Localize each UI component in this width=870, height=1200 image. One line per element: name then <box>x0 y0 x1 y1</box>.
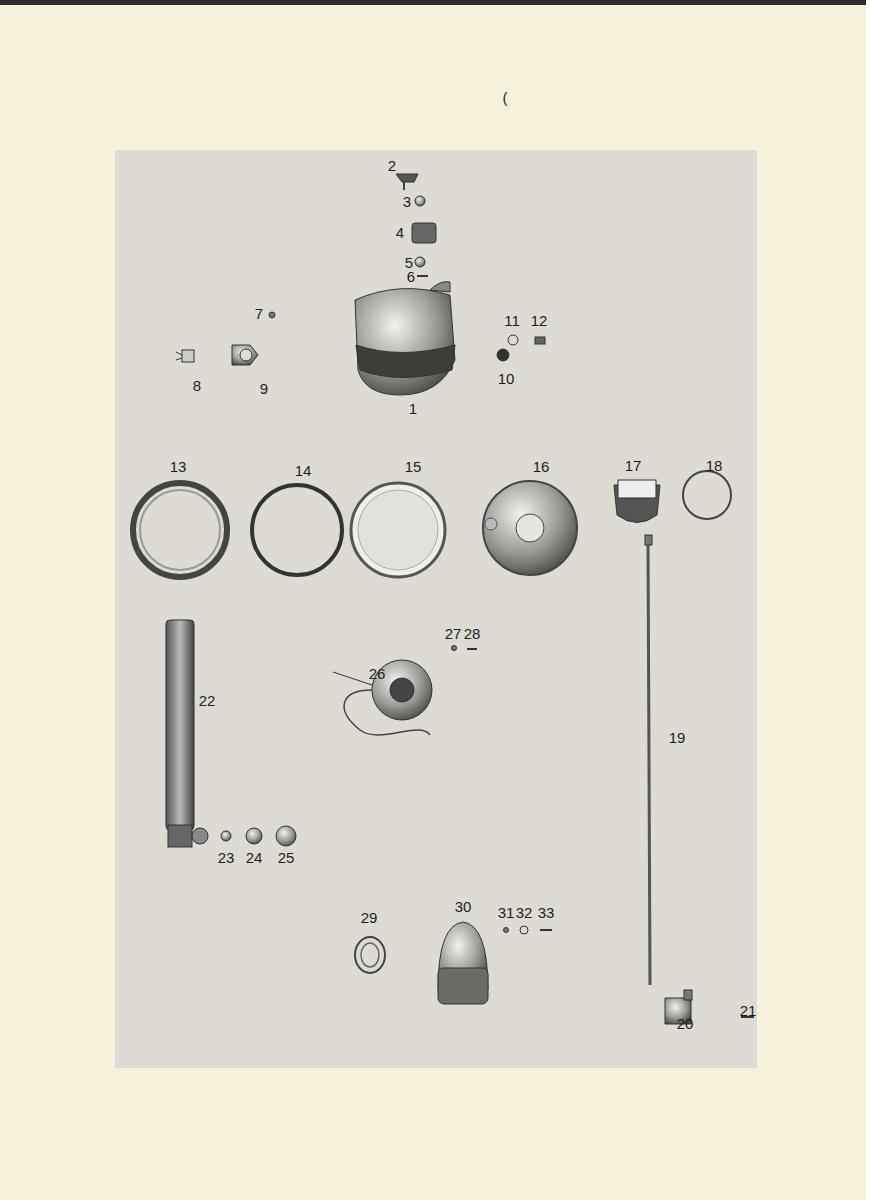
callout-number: 4 <box>396 225 404 240</box>
callout-number: 23 <box>218 850 235 865</box>
callout-number: 8 <box>193 378 201 393</box>
callout-number: 27 <box>445 626 462 641</box>
callout-number: 31 <box>498 905 515 920</box>
callout-number: 24 <box>246 850 263 865</box>
callout-number: 25 <box>278 850 295 865</box>
top-rule <box>0 0 866 5</box>
callout-number: 29 <box>361 910 378 925</box>
headlamp-parts <box>176 174 545 395</box>
callout-number: 3 <box>403 194 411 209</box>
callout-number: 16 <box>533 459 550 474</box>
callout-number: 20 <box>677 1016 694 1031</box>
callout-number: 22 <box>199 693 216 708</box>
callout-number: 10 <box>498 371 515 386</box>
stray-mark: ( <box>503 90 508 105</box>
callout-number: 12 <box>531 313 548 328</box>
pump-parts <box>166 620 296 847</box>
callout-number: 2 <box>388 158 396 173</box>
callout-number: 18 <box>706 458 723 473</box>
callout-number: 28 <box>464 626 481 641</box>
lamp-rings <box>133 481 577 577</box>
callout-number: 32 <box>516 905 533 920</box>
callout-number: 17 <box>625 458 642 473</box>
callout-number: 7 <box>255 306 263 321</box>
tail-lamp-parts <box>355 922 552 1004</box>
callout-number: 26 <box>369 666 386 681</box>
speedometer-parts <box>614 471 754 1024</box>
callout-number: 15 <box>405 459 422 474</box>
callout-number: 9 <box>260 381 268 396</box>
callout-number: 30 <box>455 899 472 914</box>
horn-parts <box>333 646 477 736</box>
callout-number: 13 <box>170 459 187 474</box>
callout-number: 1 <box>409 401 417 416</box>
callout-number: 11 <box>504 313 520 328</box>
callout-number: 14 <box>295 463 312 478</box>
callout-number: 19 <box>669 730 686 745</box>
callout-number: 33 <box>538 905 555 920</box>
callout-number: 5 <box>405 255 413 270</box>
photo-panel <box>115 150 757 1068</box>
edge-strip <box>866 0 870 1200</box>
callout-number: 21 <box>740 1003 757 1018</box>
callout-number: 6 <box>407 269 415 284</box>
